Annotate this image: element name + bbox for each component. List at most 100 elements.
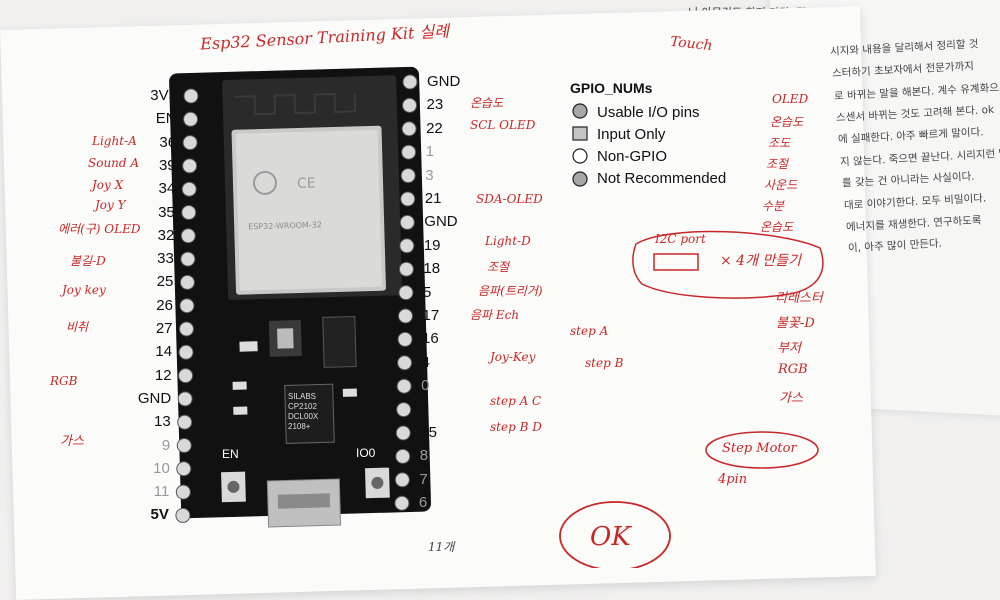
left-note: Light-A [92,134,137,148]
left-pin-hole [182,135,198,151]
left-pin-hole [183,88,199,104]
gas-note: 가스 [60,434,84,449]
left-pin-hole [180,251,196,267]
left-pin-label: GND [137,389,172,407]
right-pin-label: GND [424,213,458,231]
left-pin-label: 27 [155,320,173,337]
right-pin-label: 0 [421,377,430,395]
left-pin-label: 32 [157,226,175,244]
legend-title: GPIO_NUMs [570,80,653,96]
right-pin-label: 21 [424,190,442,207]
left-pin-label: 26 [156,296,173,314]
white-circle-icon [572,148,588,164]
right-note: Joy-Key [490,350,536,364]
right-pin-hole [402,97,418,113]
ok-note: OK [590,522,631,552]
step-motor-note: Step Motor [722,441,797,456]
right-pin-label: 4 [421,353,430,371]
left-pin-label: 14 [155,343,173,361]
right-pin-label: 19 [423,236,441,254]
board-pins [175,74,418,523]
left-note: Sound A [88,156,140,170]
right-pin-hole [400,191,416,207]
i2c-note: I2C port [655,232,706,246]
right-pin-hole [397,355,413,371]
right-pin-hole [401,144,417,160]
chip-line-1: SILABS [288,392,317,401]
left-pin-hole [176,438,192,453]
left-pin-label: 12 [154,366,172,384]
side-list-item: 수분 [762,199,785,213]
side-list2-item: 불꽃-D [776,316,815,331]
left-note: Joy key [62,283,106,297]
left-pin-hole [178,344,194,360]
legend-item-usable: Usable I/O pins [597,104,700,121]
right-pin-label: 1 [425,143,434,161]
right-pin-hole [399,214,415,230]
left-pin-label: 25 [156,273,174,291]
left-note: RGB [50,374,78,388]
legend-item-not-recommended: Not Recommended [597,170,727,187]
legend-item-input-only: Input Only [597,126,666,143]
side-list2-item: 부저 [777,341,801,356]
chip-line-2: CP2102 [288,402,317,411]
right-pin-label: 23 [426,96,444,114]
gray-square-icon [572,126,588,141]
right-pin-hole [395,448,411,464]
left-pin-label: 39 [158,156,176,174]
right-pin-label: GND [427,73,461,90]
right-pin-label: 5 [422,283,432,301]
right-pin-hole [402,74,418,90]
right-pin-hole [396,402,412,418]
svg-text:CE: CE [297,176,316,193]
right-note: step A [570,324,609,338]
right-pin-label: 2 [420,400,430,418]
gray-circle-icon [572,103,588,119]
left-pin-hole [177,391,193,407]
left-pin-label: 36 [159,133,177,151]
left-pin-hole [175,484,191,500]
right-pin-hole [394,472,410,488]
step-motor-circle [705,431,819,469]
left-note: 에러(구) OLED [58,222,141,236]
right-note: step B [585,356,624,370]
left-pin-label: EN [155,110,177,128]
right-note: SCL OLED [470,118,536,132]
left-pin-hole [179,274,195,290]
right-pin-hole [396,378,412,394]
right-note: 온습도 [470,96,504,110]
side-list2-item: 가스 [779,391,803,406]
right-pin-label: 6 [418,494,428,512]
i2c-box [632,230,824,299]
left-note: 불길-D [70,254,106,268]
left-pin-hole [179,298,195,314]
right-note: step A C [490,394,542,408]
right-pin-hole [397,331,413,347]
right-note: SDA-OLED [476,192,543,206]
gray-circle-icon [572,171,588,187]
left-pin-hole [182,158,198,174]
legend-item-non-gpio: Non-GPIO [597,148,668,165]
button-en-label: EN [222,447,239,461]
left-pin-hole [178,368,194,384]
left-pin-label: 11 [153,483,170,501]
side-list2-item: RGB [778,362,808,377]
right-pin-label: 15 [420,424,437,441]
right-pin-hole [398,308,413,324]
right-note: 음파 Ech [470,308,520,322]
ok-circle [559,501,671,568]
right-pin-label: 7 [419,470,428,488]
side-list-item: 온습도 [760,220,794,234]
side-list-item: OLED [772,92,809,106]
i2c-count: × 4개 만들기 [720,253,802,269]
legend-icons [572,103,588,187]
right-pin-hole [395,425,411,441]
right-pin-hole [394,495,410,511]
left-pin-hole [179,321,194,337]
chip-line-3: DCL00X [288,412,319,421]
left-pin-label: 3V3 [150,87,177,104]
side-list-item: 온습도 [770,115,804,129]
left-pin-hole [176,461,192,477]
right-note: Light-D [485,234,531,248]
left-note: Joy Y [95,198,126,212]
